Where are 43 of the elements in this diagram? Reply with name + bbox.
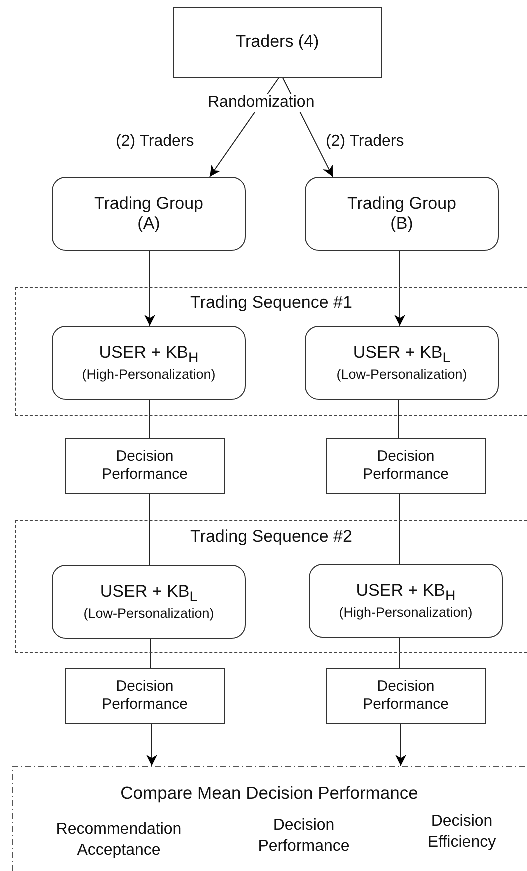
- rounded-box: [305, 326, 499, 400]
- box-label: USER + KB$_{L}$: [353, 342, 451, 368]
- arrow: [146, 724, 158, 766]
- box-label: USER + KB$_{H}$: [356, 580, 456, 606]
- box-label: USER + KB$_{H}$: [99, 342, 199, 368]
- arrow: [144, 250, 156, 326]
- process-box: [326, 438, 486, 494]
- dashed-group-band: [15, 520, 527, 653]
- measure-label: Decision Efficiency: [426, 812, 498, 853]
- dashed-group-band: [15, 287, 527, 416]
- box-label: USER + KB$_{L}$: [100, 582, 198, 606]
- box-label: Traders (4): [236, 32, 320, 53]
- connector-line: [150, 638, 152, 668]
- process-box: [65, 438, 225, 494]
- arrow: [394, 250, 406, 326]
- connector-line: [398, 400, 400, 438]
- group-heading: Trading Sequence #2: [190, 527, 354, 547]
- box-subtitle: (High-Personalization): [339, 605, 473, 622]
- box-label: Trading Group (B): [347, 194, 457, 234]
- box-label: Trading Group (A): [94, 194, 204, 234]
- box-label: Decision Performance: [362, 448, 450, 484]
- box-subtitle: (High-Personalization): [82, 367, 216, 384]
- panel-heading: Compare Mean Decision Performance: [120, 782, 420, 805]
- box-label: Decision Performance: [101, 678, 189, 714]
- box-label: Decision Performance: [101, 448, 189, 484]
- measure-label: Recommendation Acceptance: [55, 820, 183, 861]
- rounded-box: [52, 326, 246, 400]
- box-subtitle: (Low-Personalization): [336, 367, 468, 384]
- rounded-box: [52, 177, 246, 251]
- annotation-label: Randomization: [208, 94, 315, 112]
- measure-label: Decision Performance: [257, 816, 351, 857]
- rounded-box: [305, 177, 499, 251]
- edge-label: (2) Traders: [116, 133, 194, 151]
- group-heading: Trading Sequence #1: [190, 293, 354, 313]
- edge-label: (2) Traders: [326, 133, 404, 151]
- box-subtitle: (Low-Personalization): [84, 606, 214, 622]
- process-box: [173, 7, 382, 78]
- rounded-box: [52, 565, 246, 639]
- process-box: [65, 668, 225, 724]
- rounded-box: [309, 564, 503, 638]
- arrow: [396, 724, 406, 766]
- box-label: Decision Performance: [362, 678, 450, 714]
- process-box: [326, 668, 486, 724]
